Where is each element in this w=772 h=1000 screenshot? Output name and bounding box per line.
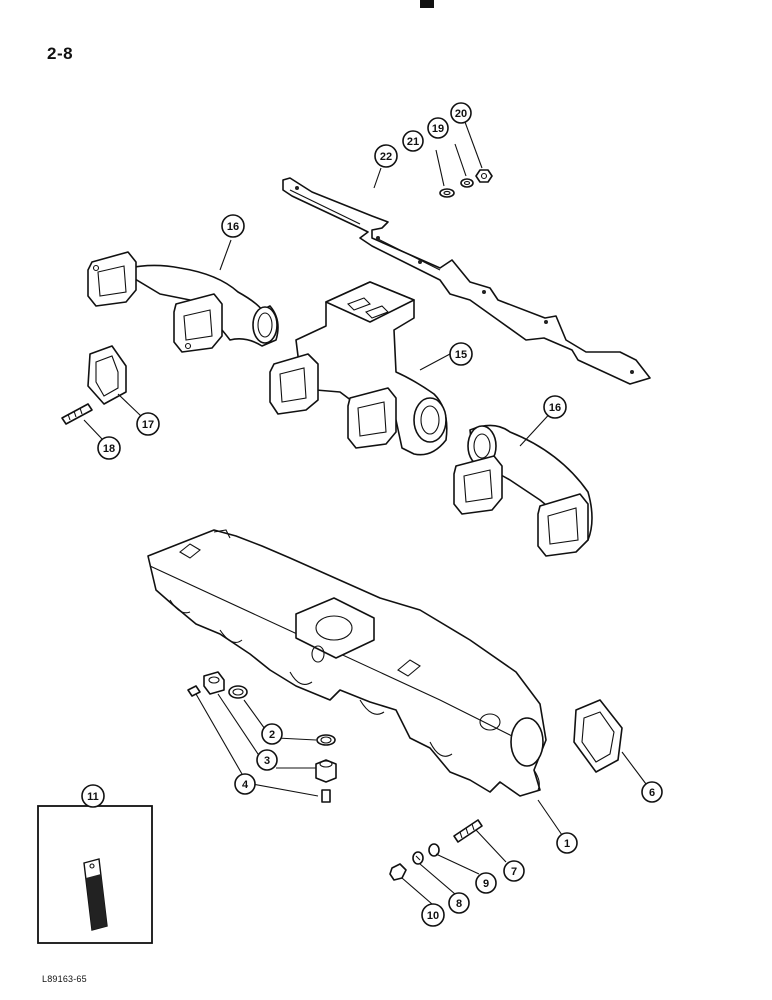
hardware-washers-nut (439, 169, 493, 198)
svg-text:20: 20 (455, 108, 467, 120)
svg-text:1: 1 (564, 838, 570, 850)
svg-text:21: 21 (407, 136, 419, 148)
callout-2: 2 (261, 723, 283, 745)
svg-text:8: 8 (456, 898, 462, 910)
manifold-gasket-small (87, 345, 127, 405)
page-number: 2-8 (47, 44, 74, 63)
callout-15: 15 (449, 342, 473, 366)
callout-11: 11 (81, 784, 105, 808)
leader-lines (83, 121, 647, 905)
exhaust-manifold-main (147, 529, 547, 797)
callout-21: 21 (402, 130, 424, 152)
callout-4: 4 (234, 773, 256, 795)
svg-text:3: 3 (264, 755, 270, 767)
svg-text:2: 2 (269, 729, 275, 741)
svg-text:6: 6 (649, 787, 655, 799)
plugs-and-fittings (187, 671, 337, 803)
callout-6: 6 (641, 781, 663, 803)
mounting-stud (61, 403, 93, 425)
callout-17: 17 (136, 412, 160, 436)
callout-16-upper: 16 (221, 214, 245, 238)
callout-10: 10 (421, 903, 445, 927)
svg-text:15: 15 (455, 349, 467, 361)
callout-18: 18 (97, 436, 121, 460)
svg-text:16: 16 (227, 221, 239, 233)
callout-3: 3 (256, 749, 278, 771)
heat-shield-bracket (282, 177, 651, 385)
manifold-gasket-right (573, 699, 623, 773)
callout-20: 20 (450, 102, 472, 124)
center-manifold-section (269, 281, 448, 456)
stud-and-hardware (389, 819, 483, 881)
callout-8: 8 (448, 892, 470, 914)
inset-detail-box (37, 805, 153, 944)
exhaust-elbow-left (87, 251, 279, 353)
figure-reference-code: L89163-65 (42, 974, 87, 984)
svg-text:10: 10 (427, 910, 439, 922)
callout-9: 9 (475, 872, 497, 894)
svg-text:19: 19 (432, 123, 444, 135)
svg-text:11: 11 (87, 791, 99, 803)
svg-text:7: 7 (511, 866, 517, 878)
page-top-mark (420, 0, 434, 8)
exhaust-elbow-right (453, 424, 593, 557)
svg-text:4: 4 (242, 779, 249, 791)
callout-7: 7 (503, 860, 525, 882)
callout-1: 1 (556, 832, 578, 854)
svg-text:9: 9 (483, 878, 489, 890)
callout-16-right: 16 (543, 395, 567, 419)
svg-text:16: 16 (549, 402, 561, 414)
callout-22: 22 (374, 144, 398, 168)
svg-text:17: 17 (142, 419, 154, 431)
svg-text:22: 22 (380, 151, 392, 163)
callout-19: 19 (427, 117, 449, 139)
svg-text:18: 18 (103, 443, 115, 455)
